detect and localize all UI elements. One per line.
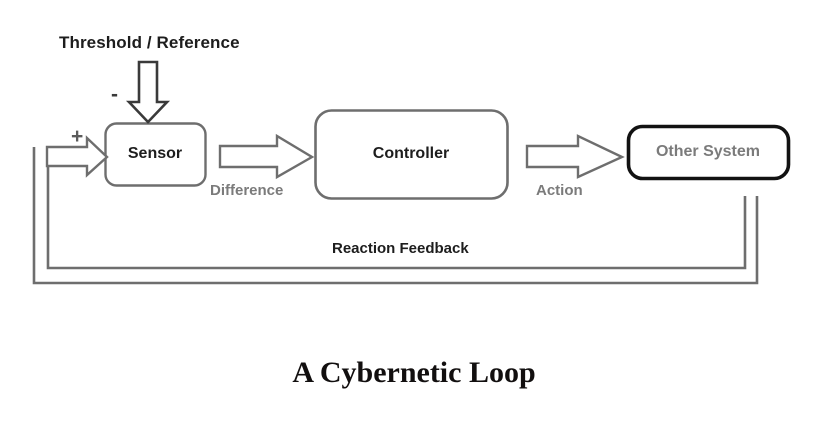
node-sensor-label: Sensor [127,145,183,162]
edge-difference-arrow [218,133,315,180]
edge-difference-label: Difference [210,182,284,199]
node-controller-label: Controller [372,145,450,162]
node-other-system-label: Other System [655,143,761,160]
feedback-loop-inner [46,166,747,270]
node-other-system-box[interactable] [626,124,791,181]
edge-action-arrow [525,134,625,179]
feedback-arrowhead [45,135,109,178]
threshold-down-arrow [125,60,171,124]
threshold-reference-label: Threshold / Reference [59,33,240,52]
diagram-title: A Cybernetic Loop [292,356,536,389]
node-controller-box[interactable] [314,109,509,200]
feedback-loop-outer [32,147,759,285]
minus-sign-label: - [111,83,118,106]
plus-sign-label: + [71,125,84,148]
edge-reaction-feedback-label: Reaction Feedback [332,240,469,257]
edge-action-label: Action [536,182,583,199]
